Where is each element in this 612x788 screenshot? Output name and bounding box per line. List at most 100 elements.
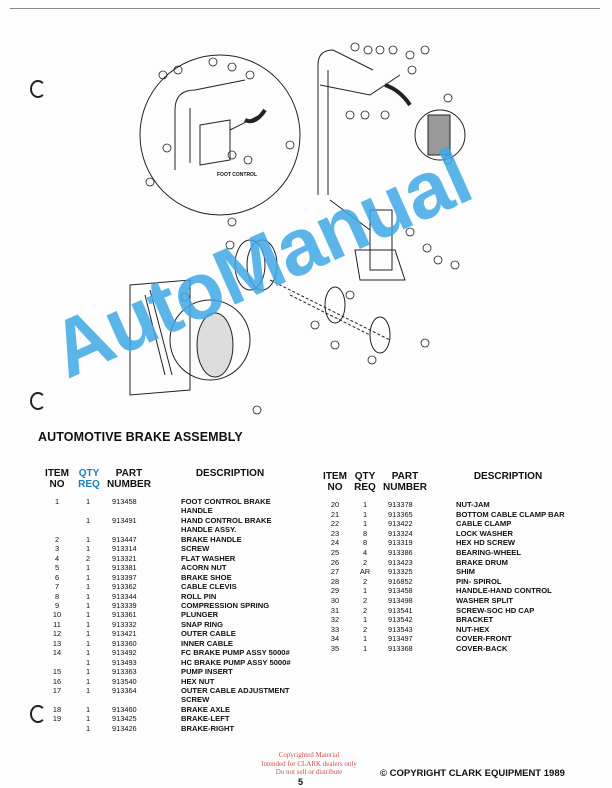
cell-desc: BRAKE AXLE <box>181 704 231 714</box>
cell-qty: 1 <box>362 586 368 596</box>
cell-item: 11 <box>53 619 61 629</box>
header-part-line2: NUMBER <box>383 482 427 493</box>
header-item-line2: NO <box>327 482 343 493</box>
cell-desc: HEX NUT <box>181 676 215 686</box>
cell-desc: BRAKE-RIGHT <box>181 723 235 733</box>
cell-desc: HANDLE <box>181 506 213 516</box>
brake-pump <box>369 209 393 271</box>
header-description: DESCRIPTION <box>473 471 543 482</box>
cell-part: 913492 <box>112 648 137 658</box>
cell-desc: NUT-JAM <box>456 500 490 509</box>
cell-qty: 1 <box>362 644 368 653</box>
cell-part: 913458 <box>112 497 137 506</box>
cell-qty: 1 <box>85 497 91 506</box>
page-number: 5 <box>298 777 304 787</box>
brake-backing-plate <box>196 312 234 378</box>
brake-detail-box <box>129 279 191 396</box>
cell-desc: OUTER CABLE ADJUSTMENT <box>181 686 290 695</box>
cell-qty: 1 <box>85 629 91 639</box>
cell-qty: 1 <box>85 723 91 733</box>
cell-item: 5 <box>54 563 60 573</box>
copyright-notice: © COPYRIGHT CLARK EQUIPMENT 1989 <box>380 768 565 779</box>
cell-desc: SHIM <box>456 567 475 577</box>
cell-item: 24 <box>330 538 340 548</box>
cell-qty: 1 <box>85 676 91 686</box>
cell-item: 17 <box>52 686 62 695</box>
cell-part: 913540 <box>112 676 137 686</box>
cell-desc: HANDLE-HAND CONTROL <box>456 586 552 596</box>
cell-part: 913421 <box>112 629 137 639</box>
cell-qty: 2 <box>362 557 368 567</box>
header-part-line1: PART <box>115 468 143 479</box>
cell-desc: HAND CONTROL BRAKE <box>181 515 272 525</box>
cell-desc: LOCK WASHER <box>456 528 513 538</box>
cell-part: 913458 <box>388 586 413 596</box>
cell-item: 6 <box>54 572 60 582</box>
header-part-line1: PART <box>391 471 419 482</box>
cell-qty: 1 <box>85 648 91 658</box>
cell-item: 13 <box>52 638 62 648</box>
cell-qty: AR <box>359 567 371 577</box>
cell-item: 9 <box>54 600 60 610</box>
header-qty-line2: REQ <box>354 482 376 493</box>
springs <box>144 289 173 376</box>
cell-qty: 2 <box>362 624 368 634</box>
copyright-stamp: Copyrighted Material Intended for CLARK … <box>244 751 374 777</box>
cell-desc: SCREW-SOC HD CAP <box>456 605 535 615</box>
cylinder-section <box>427 114 451 156</box>
cell-part: 913339 <box>112 600 137 610</box>
cell-part: 913460 <box>112 704 137 714</box>
cell-desc: HANDLE ASSY. <box>181 525 237 535</box>
cell-part: 913423 <box>388 557 413 567</box>
cell-desc: NUT-HEX <box>456 624 490 634</box>
cell-desc: SCREW <box>181 544 210 554</box>
stamp-line: Do not sell or distribute <box>275 768 343 776</box>
cell-part: 916852 <box>388 576 413 586</box>
header-description: DESCRIPTION <box>195 468 265 479</box>
cell-item: 29 <box>330 586 340 596</box>
cell-part: 913498 <box>388 596 413 605</box>
cell-qty: 1 <box>85 704 91 714</box>
cell-part: 913324 <box>388 528 413 538</box>
cell-qty: 1 <box>362 634 368 644</box>
cell-desc: SCREW <box>181 695 210 705</box>
cell-desc: HC BRAKE PUMP ASSY 5000# <box>181 657 291 667</box>
cell-desc: SNAP RING <box>181 619 224 629</box>
cell-part: 913425 <box>112 714 137 724</box>
cell-item: 21 <box>330 509 340 519</box>
cell-qty: 1 <box>362 509 368 519</box>
axle-line <box>269 279 391 341</box>
cell-item: 15 <box>52 667 62 677</box>
header-item-line1: ITEM <box>323 471 347 482</box>
cell-part: 913491 <box>112 515 137 525</box>
cell-part: 913332 <box>112 619 137 629</box>
cell-desc: COVER-FRONT <box>456 634 512 644</box>
cell-part: 913321 <box>112 553 137 563</box>
cell-qty: 1 <box>85 563 91 573</box>
cell-desc: FLAT WASHER <box>181 553 236 563</box>
cell-part: 913378 <box>388 500 413 509</box>
cell-part: 913319 <box>388 538 413 548</box>
cell-desc: PUMP INSERT <box>181 667 233 677</box>
cell-item: 19 <box>52 714 62 724</box>
cell-item: 8 <box>54 591 60 601</box>
cell-qty: 2 <box>362 596 368 605</box>
cell-qty: 1 <box>85 591 91 601</box>
header-part-line2: NUMBER <box>107 479 151 490</box>
cell-desc: BRACKET <box>456 615 494 625</box>
cell-qty: 1 <box>85 657 91 667</box>
cell-qty: 8 <box>362 538 368 548</box>
cell-desc: PIN- SPIROL <box>456 576 502 586</box>
cable <box>384 83 412 107</box>
cell-item: 18 <box>52 704 62 714</box>
cell-part: 913542 <box>388 615 413 625</box>
hub <box>369 316 391 354</box>
cell-item: 31 <box>330 605 340 615</box>
cell-item: 1 <box>54 497 60 506</box>
